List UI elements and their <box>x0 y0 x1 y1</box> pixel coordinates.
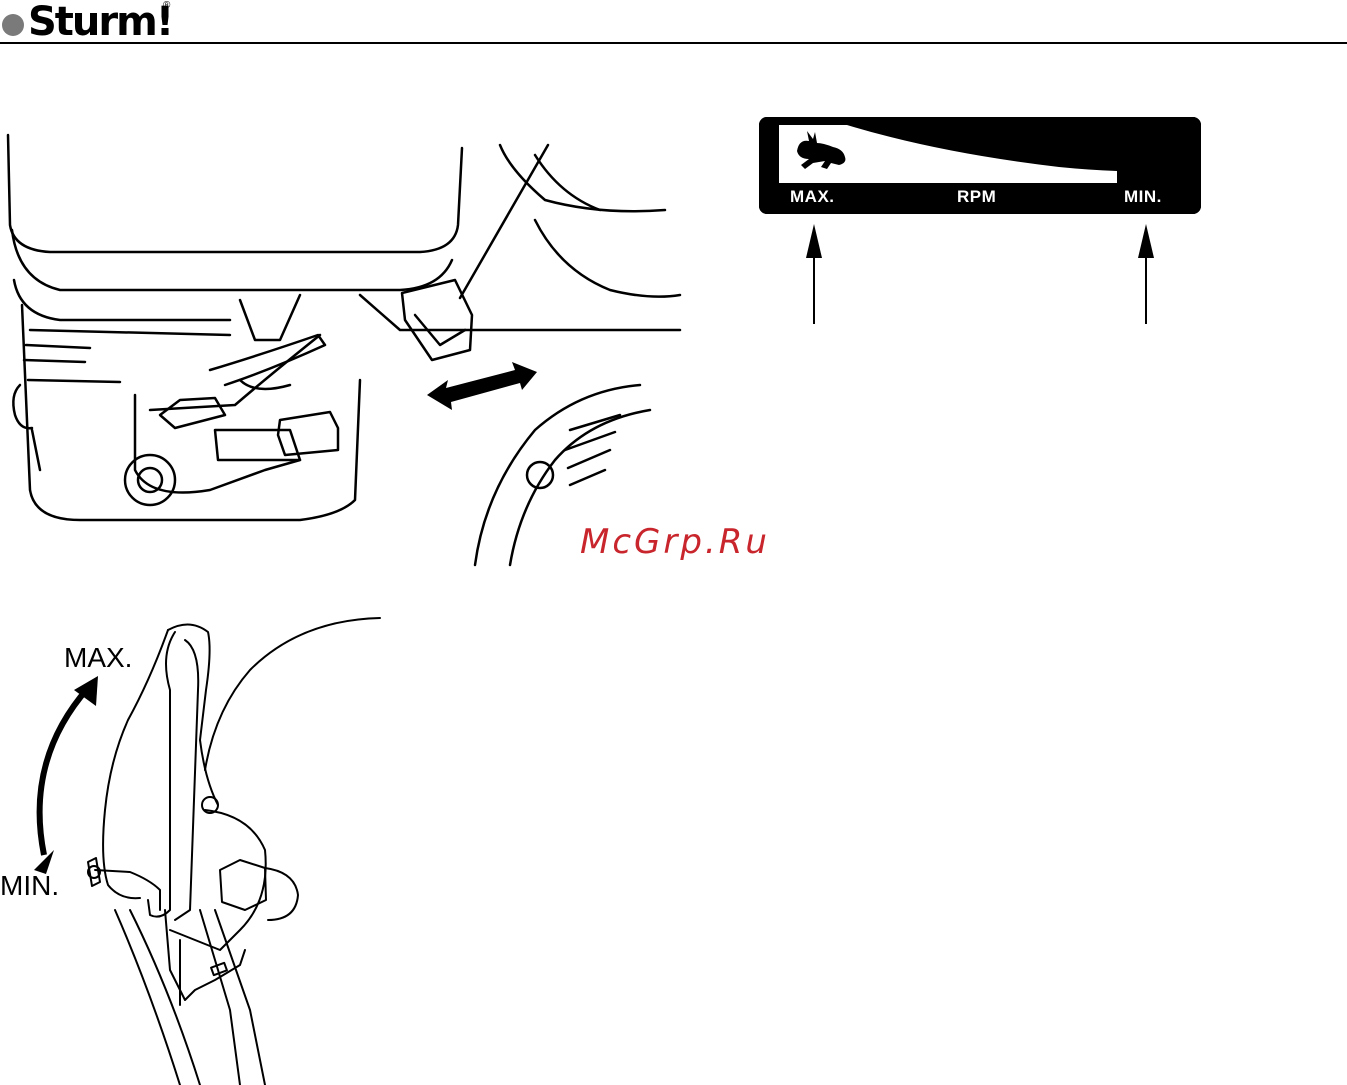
throttle-lever-illustration <box>0 610 390 1085</box>
engine-illustration <box>0 130 690 575</box>
lever-max-label: MAX. <box>64 642 132 674</box>
turtle-icon <box>1109 139 1185 171</box>
max-pointer-arrow-icon <box>806 224 822 258</box>
rabbit-icon <box>787 129 851 171</box>
plate-rpm-label: RPM <box>957 187 996 207</box>
lever-min-label: MIN. <box>0 870 59 902</box>
brand-dot-icon <box>2 14 24 36</box>
plate-min-label: MIN. <box>1124 187 1162 207</box>
registered-mark: ® <box>163 0 170 11</box>
watermark: McGrp.Ru <box>580 522 770 562</box>
plate-pointer-arrows <box>800 220 1170 330</box>
brand-name: Sturm! <box>28 0 172 44</box>
min-pointer-arrow-icon <box>1138 224 1154 258</box>
brand-logo: Sturm! <box>0 0 172 44</box>
header-rule <box>0 42 1347 44</box>
plate-max-label: MAX. <box>790 187 835 207</box>
throttle-speed-plate: MAX. RPM MIN. <box>759 117 1201 214</box>
